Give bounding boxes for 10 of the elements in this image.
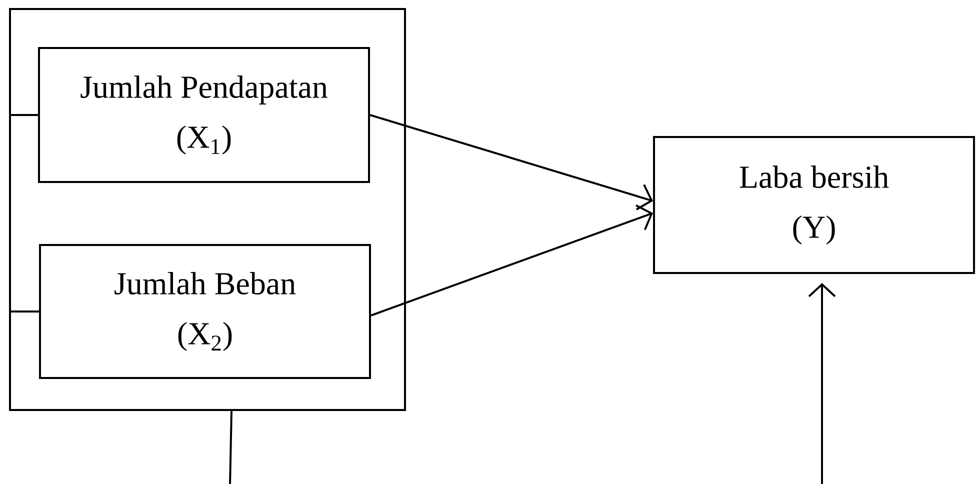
arrow <box>370 114 654 210</box>
connector-line <box>9 114 38 116</box>
variable-box: Jumlah Pendapatan (X$_{1}$) <box>38 47 370 183</box>
connector-line <box>229 410 232 484</box>
variable-box: Laba bersih (Y) <box>653 136 976 274</box>
connector-line <box>9 310 39 312</box>
arrow <box>808 283 836 484</box>
group-box <box>9 8 406 411</box>
variable-box: Jumlah Beban (X$_{2}$) <box>39 244 371 379</box>
arrow <box>370 204 653 316</box>
